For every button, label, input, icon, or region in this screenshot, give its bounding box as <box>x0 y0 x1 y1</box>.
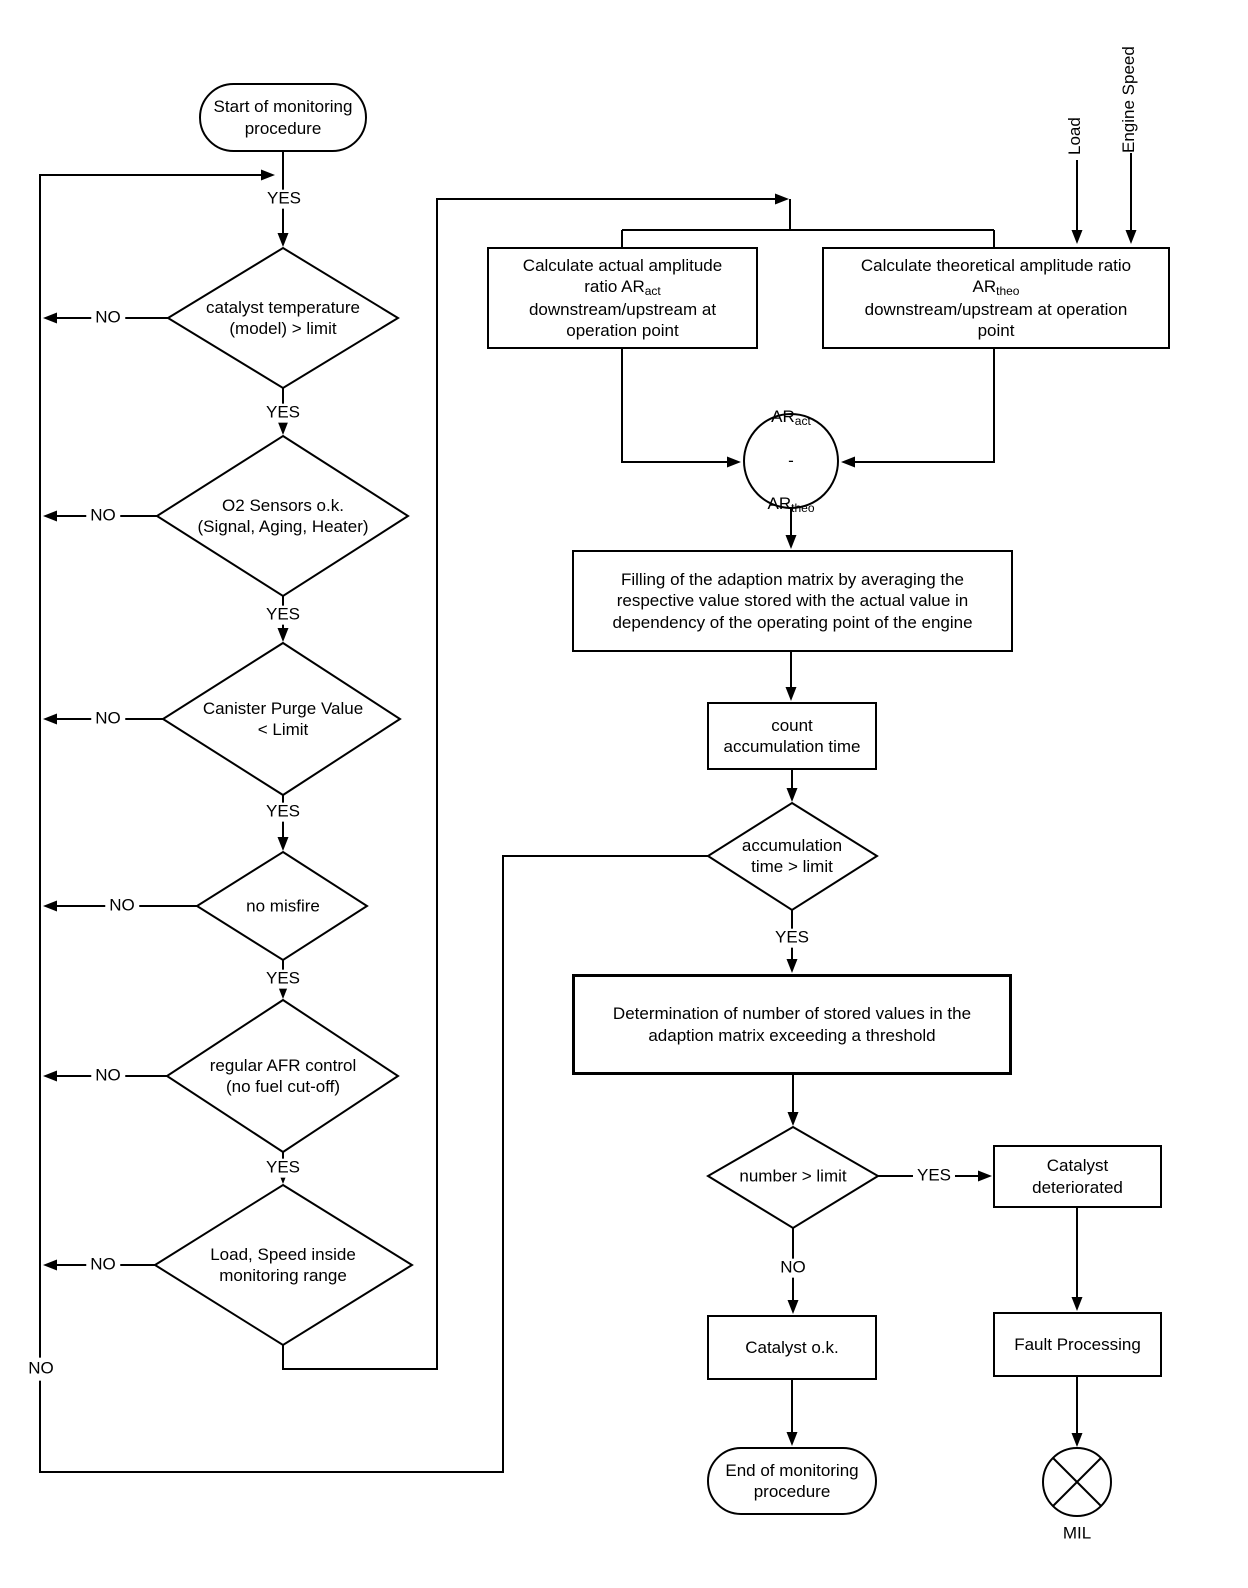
calc-actual-line2: ratio ARact <box>584 276 661 299</box>
no-label-5: NO <box>91 1066 125 1086</box>
ar-difference-circle-shape <box>743 413 839 509</box>
calc-actual-line4: operation point <box>566 320 679 340</box>
process-calc-actual: Calculate actual amplitude ratio ARact d… <box>487 247 758 349</box>
mil-lamp-cross-icon <box>1052 1457 1102 1507</box>
yes-label-4: YES <box>261 969 305 989</box>
no-label-6: NO <box>86 1255 120 1275</box>
calc-actual-ar-sub: act <box>644 284 661 299</box>
ar-circle-line1: ARact <box>768 406 815 429</box>
decision-afr-control-shape <box>165 998 400 1154</box>
no-label-2: NO <box>86 506 120 526</box>
decision-catalyst-temp-label: catalyst temperature (model) > limit <box>205 297 361 338</box>
yes-label-start: YES <box>262 189 306 209</box>
process-filling-matrix-label: Filling of the adaption matrix by averag… <box>612 570 973 632</box>
end-terminator: End of monitoring procedure <box>707 1447 877 1515</box>
yes-label-number: YES <box>912 1166 956 1186</box>
process-catalyst-deteriorated: Catalyst deteriorated <box>993 1145 1162 1208</box>
calc-actual-line1: Calculate actual amplitude <box>522 255 723 275</box>
process-catalyst-deteriorated-label: Catalyst deteriorated <box>1032 1156 1123 1197</box>
calc-theoretical-ar: AR <box>972 277 997 297</box>
ar-circle-minus: - <box>788 451 794 471</box>
calc-actual-ar: ratio AR <box>584 277 645 297</box>
decision-misfire-shape <box>195 850 369 962</box>
decision-number-shape <box>706 1125 880 1230</box>
yes-label-1: YES <box>261 403 305 423</box>
decision-o2-sensors-shape <box>155 434 410 598</box>
ar-difference-circle-label: ARact - ARtheo <box>768 385 815 537</box>
decision-o2-sensors-label: O2 Sensors o.k. (Signal, Aging, Heater) <box>197 495 369 536</box>
process-catalyst-ok: Catalyst o.k. <box>707 1315 877 1380</box>
edge-actual-to-circle <box>621 349 741 468</box>
edge-branch-to-calc-boxes <box>621 199 995 247</box>
process-fault-processing-label: Fault Processing <box>1014 1334 1141 1354</box>
yes-label-3: YES <box>261 802 305 822</box>
decision-number-label: number > limit <box>739 1166 847 1186</box>
no-label-number: NO <box>776 1258 810 1278</box>
decision-catalyst-temp-shape <box>166 246 400 390</box>
ar-circle-b: AR <box>767 493 792 513</box>
ar-circle-a-sub: act <box>794 414 811 429</box>
yes-label-accumulation: YES <box>770 928 814 948</box>
process-calc-theoretical: Calculate theoretical amplitude ratio AR… <box>822 247 1170 349</box>
yes-label-2: YES <box>261 605 305 625</box>
engine-speed-input-label: Engine Speed <box>1119 46 1138 153</box>
no-label-3: NO <box>91 709 125 729</box>
ar-circle-line3: ARtheo <box>768 493 815 516</box>
start-terminator: Start of monitoring procedure <box>199 83 367 152</box>
process-filling-matrix: Filling of the adaption matrix by averag… <box>572 550 1013 652</box>
process-count-accumulation: count accumulation time <box>707 702 877 770</box>
calc-theoretical-line3: downstream/upstream at operation <box>864 299 1128 319</box>
mil-label: MIL <box>1062 1523 1092 1543</box>
calc-theoretical-line4: point <box>977 320 1015 340</box>
decision-load-speed-shape <box>153 1183 414 1347</box>
process-determination: Determination of number of stored values… <box>572 974 1012 1075</box>
process-fault-processing: Fault Processing <box>993 1312 1162 1377</box>
load-input-label: Load <box>1065 117 1084 155</box>
process-count-accumulation-label: count accumulation time <box>723 715 861 756</box>
ar-circle-b-sub: theo <box>791 500 815 515</box>
decision-misfire-label: no misfire <box>246 896 320 916</box>
decision-afr-control-label: regular AFR control (no fuel cut-off) <box>209 1055 357 1096</box>
end-terminator-label: End of monitoring procedure <box>725 1460 859 1501</box>
calc-actual-line3: downstream/upstream at <box>528 299 717 319</box>
edge-no-loopback <box>39 169 708 1473</box>
edge-yes-to-calculation <box>282 193 789 1370</box>
ar-circle-a: AR <box>771 407 795 427</box>
no-label-loopback: NO <box>27 1357 55 1381</box>
decision-accumulation-label: accumulation time > limit <box>741 835 843 876</box>
decision-canister-purge-shape <box>161 641 402 797</box>
decision-load-speed-label: Load, Speed inside monitoring range <box>210 1244 356 1285</box>
process-catalyst-ok-label: Catalyst o.k. <box>745 1337 839 1357</box>
decision-canister-purge-label: Canister Purge Value < Limit <box>202 698 364 739</box>
decision-accumulation-shape <box>706 801 879 912</box>
calc-theoretical-line2: ARtheo <box>973 276 1020 299</box>
start-terminator-label: Start of monitoring procedure <box>213 97 353 138</box>
process-determination-label: Determination of number of stored values… <box>612 1004 972 1045</box>
no-label-4: NO <box>105 896 139 916</box>
calc-theoretical-ar-sub: theo <box>996 284 1020 299</box>
edge-theoretical-to-circle <box>841 349 995 468</box>
no-label-1: NO <box>91 308 125 328</box>
calc-theoretical-line1: Calculate theoretical amplitude ratio <box>860 255 1132 275</box>
yes-label-5: YES <box>261 1158 305 1178</box>
